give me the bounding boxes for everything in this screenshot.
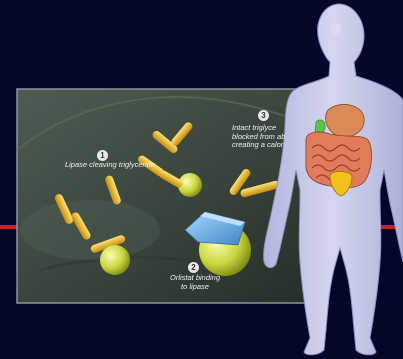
step-2-caption-line-2: to lipase [150, 283, 240, 292]
step-3-caption-line-3: creating a calor [232, 141, 314, 150]
step-2-number-badge: 2 [188, 262, 199, 273]
step-3-number-badge: 3 [258, 110, 269, 121]
step-2-caption: Orlistat binding to lipase [150, 274, 240, 291]
step-1-caption: Lipase cleaving triglyceride [56, 161, 164, 170]
step-3-caption: Intact triglyce blocked from ab creating… [218, 124, 314, 150]
